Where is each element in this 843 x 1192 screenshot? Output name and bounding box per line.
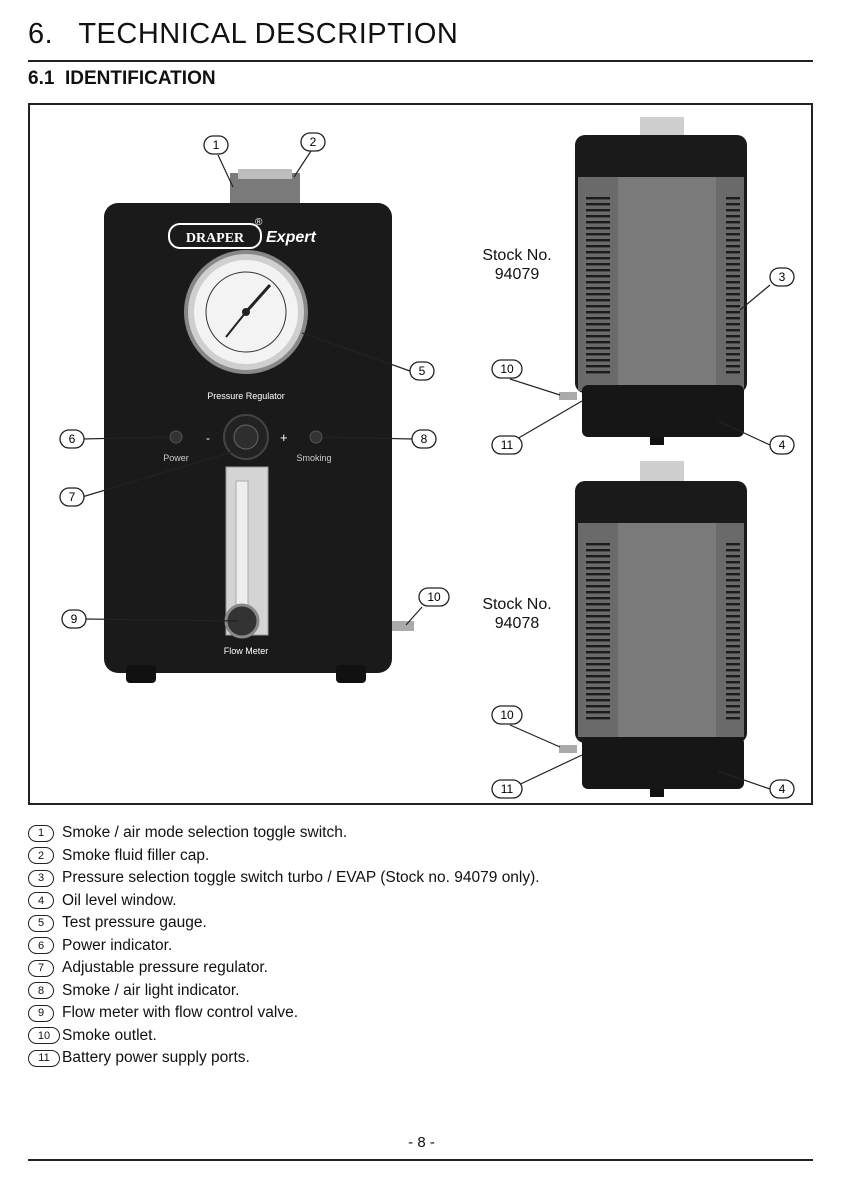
- power-label: Power: [163, 453, 189, 463]
- callout-11: 11: [491, 435, 523, 455]
- callout-10: 10: [491, 359, 523, 379]
- legend-item: 8 Smoke / air light indicator.: [28, 980, 540, 1003]
- legend-number: 4: [28, 892, 54, 910]
- legend-text: Pressure selection toggle switch turbo /…: [62, 869, 540, 887]
- side-unit-94079: [559, 117, 747, 445]
- svg-text:4: 4: [779, 438, 786, 452]
- callout-3: 3: [769, 267, 795, 287]
- svg-text:4: 4: [779, 782, 786, 796]
- legend-text: Battery power supply ports.: [62, 1049, 250, 1067]
- side-unit-94078: [559, 461, 747, 797]
- legend-text: Power indicator.: [62, 936, 173, 954]
- legend-text: Smoke / air light indicator.: [62, 981, 240, 999]
- svg-text:1: 1: [213, 138, 220, 152]
- legend-item: 9 Flow meter with flow control valve.: [28, 1002, 540, 1025]
- svg-text:3: 3: [779, 270, 786, 284]
- legend-item: 7 Adjustable pressure regulator.: [28, 957, 540, 980]
- legend-number: 8: [28, 982, 54, 1000]
- callout-8: 8: [411, 429, 437, 449]
- legend-number: 11: [28, 1049, 60, 1067]
- flow-meter-label: Flow Meter: [224, 646, 269, 656]
- legend-item: 6 Power indicator.: [28, 935, 540, 958]
- callout-1: 1: [203, 135, 229, 155]
- legend-text: Smoke outlet.: [62, 1026, 157, 1044]
- front-unit: DRAPER Expert ® Pressure Regulator - + P…: [104, 169, 414, 683]
- svg-text:10: 10: [427, 590, 441, 604]
- legend-item: 4 Oil level window.: [28, 890, 540, 913]
- legend-number: 6: [28, 937, 54, 955]
- callout-markers: 1 2 3 4 5 6 7 8 9 10 10 11 10 11 4: [59, 132, 795, 799]
- brand-logo: DRAPER: [186, 231, 245, 246]
- legend-text: Adjustable pressure regulator.: [62, 959, 268, 977]
- svg-text:+: +: [280, 430, 288, 445]
- stock-label-94078: Stock No. 94078: [482, 596, 552, 632]
- svg-text:7: 7: [69, 490, 76, 504]
- legend-number: 7: [28, 959, 54, 977]
- callout-5: 5: [409, 361, 435, 381]
- subsection-heading: 6.1 IDENTIFICATION: [28, 68, 216, 89]
- page-number: - 8 -: [408, 1134, 435, 1151]
- stock-label-94079: Stock No. 94079: [482, 247, 552, 283]
- legend-item: 1 Smoke / air mode selection toggle switc…: [28, 822, 540, 845]
- svg-text:2: 2: [310, 135, 317, 149]
- smoking-label: Smoking: [296, 453, 331, 463]
- callout-leaders: [81, 150, 771, 790]
- heading-rule: [28, 60, 813, 62]
- legend-number: 5: [28, 914, 54, 932]
- legend-text: Test pressure gauge.: [62, 914, 207, 932]
- legend-item: 2 Smoke fluid filler cap.: [28, 845, 540, 868]
- legend-number: 10: [28, 1027, 60, 1045]
- svg-text:-: -: [206, 431, 210, 445]
- device-illustration: DRAPER Expert ® Pressure Regulator - + P…: [59, 117, 795, 799]
- svg-text:9: 9: [71, 612, 78, 626]
- legend-text: Smoke / air mode selection toggle switch…: [62, 824, 348, 842]
- legend-item: 5 Test pressure gauge.: [28, 912, 540, 935]
- footer-rule: [28, 1159, 813, 1161]
- callout-2: 2: [300, 132, 326, 152]
- legend-number: 3: [28, 869, 54, 887]
- svg-text:11: 11: [501, 782, 514, 796]
- callout-9: 9: [61, 609, 87, 629]
- svg-text:6: 6: [69, 432, 76, 446]
- identification-figure: DRAPER Expert ® Pressure Regulator - + P…: [28, 103, 813, 805]
- legend-number: 9: [28, 1004, 54, 1022]
- legend-text: Smoke fluid filler cap.: [62, 846, 210, 864]
- svg-text:10: 10: [500, 362, 514, 376]
- legend-number: 1: [28, 824, 54, 842]
- callout-7: 7: [59, 487, 85, 507]
- section-heading: 6. TECHNICAL DESCRIPTION: [28, 18, 459, 50]
- registered-mark: ®: [255, 217, 263, 228]
- callout-4: 4: [769, 435, 795, 455]
- legend-text: Flow meter with flow control valve.: [62, 1004, 299, 1022]
- legend-item: 3 Pressure selection toggle switch turbo …: [28, 867, 540, 890]
- svg-text:11: 11: [501, 438, 514, 452]
- legend-text: Oil level window.: [62, 891, 177, 909]
- pressure-regulator-label: Pressure Regulator: [207, 391, 285, 401]
- identification-legend: 1 Smoke / air mode selection toggle switc…: [28, 822, 540, 1070]
- callout-4: 4: [769, 779, 795, 799]
- brand-suffix: Expert: [266, 229, 316, 246]
- legend-number: 2: [28, 847, 54, 865]
- svg-text:5: 5: [419, 364, 426, 378]
- callout-11: 11: [491, 779, 523, 799]
- callout-10: 10: [491, 705, 523, 725]
- callout-6: 6: [59, 429, 85, 449]
- callout-10: 10: [418, 587, 450, 607]
- svg-text:10: 10: [500, 708, 514, 722]
- svg-text:8: 8: [421, 432, 428, 446]
- vent-slots: [586, 197, 740, 720]
